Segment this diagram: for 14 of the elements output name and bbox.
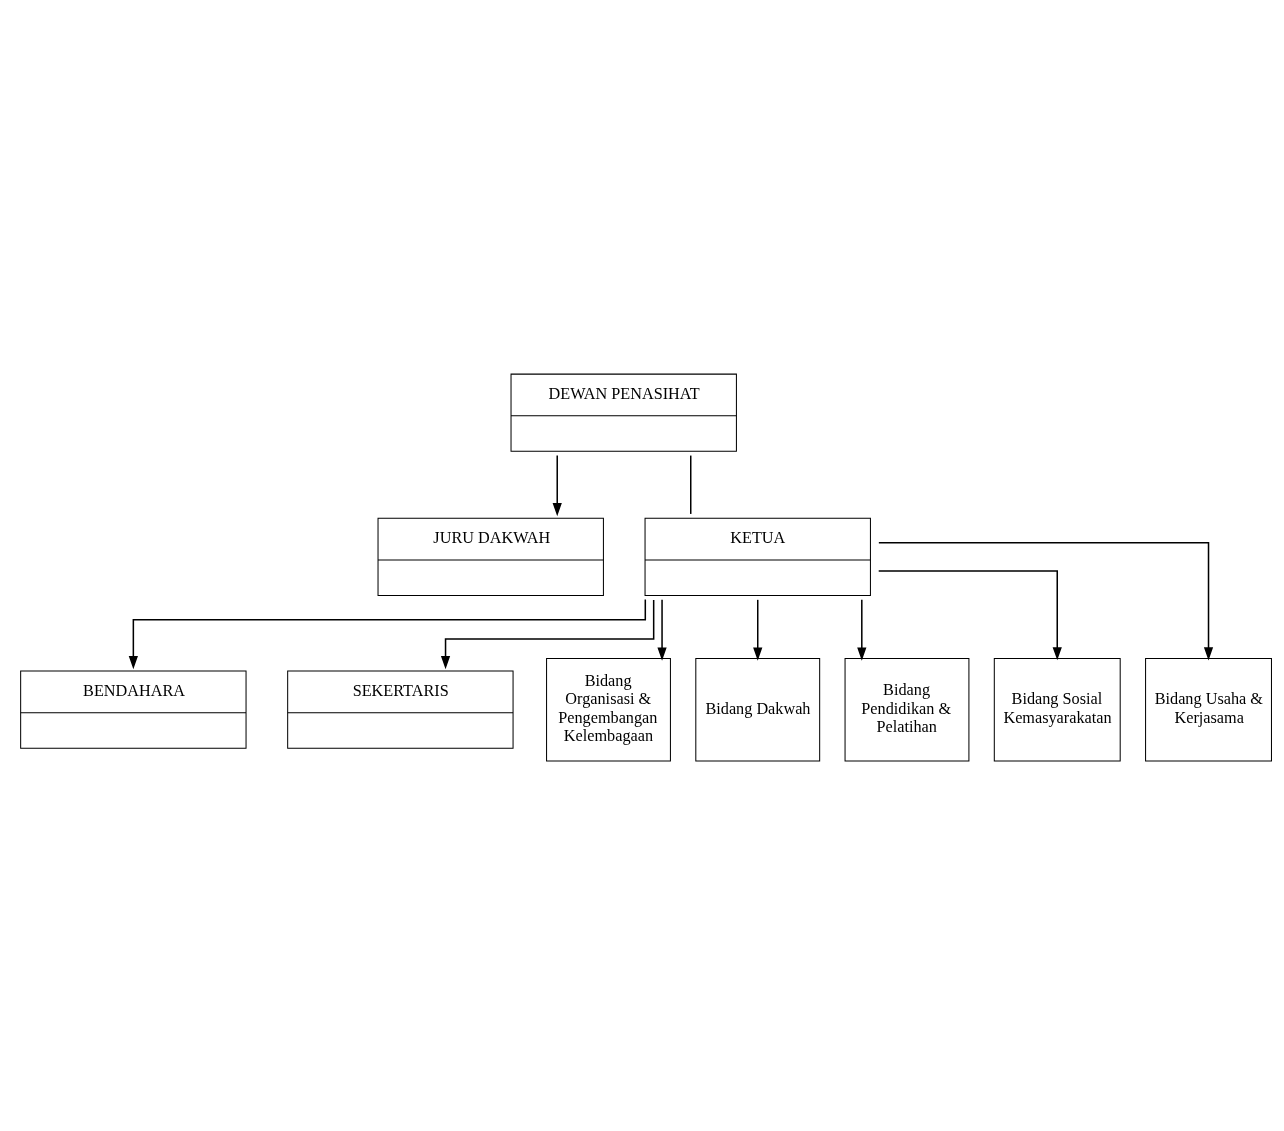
node-box: Bidang Sosial Kemasyarakatan bbox=[993, 657, 1121, 762]
node-box: Bidang Pendidikan & Pelatihan bbox=[844, 657, 970, 762]
arrow bbox=[753, 599, 763, 661]
arrow bbox=[657, 599, 667, 661]
node-box: Bidang Organisasi & Pengembangan Kelembagaan bbox=[546, 657, 671, 762]
node-box: Bidang Dakwah bbox=[695, 657, 821, 762]
arrow bbox=[128, 598, 647, 670]
arrow bbox=[857, 599, 867, 661]
arrow bbox=[552, 454, 562, 517]
arrow bbox=[440, 599, 655, 670]
connector bbox=[689, 454, 692, 515]
node-box: Bidang Usaha & Kerjasama bbox=[1145, 657, 1272, 762]
arrow bbox=[877, 570, 1062, 661]
arrow bbox=[878, 541, 1214, 661]
